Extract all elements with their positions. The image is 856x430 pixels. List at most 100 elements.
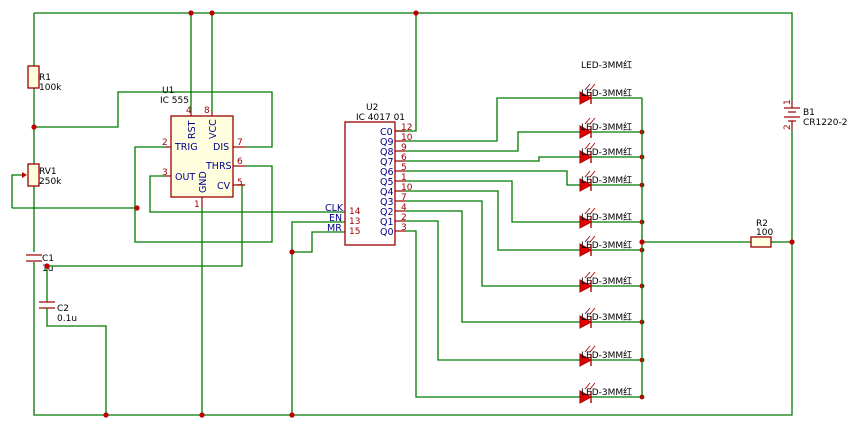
junction-dot [199,412,205,418]
led-value-label: LED-3MM红 [581,386,632,398]
r2-value: 100 [756,228,773,238]
u2-q0-label: Q0 [380,227,394,238]
u2-q3-label: Q3 [380,197,394,208]
u1-trig-label: TRIG [174,142,198,153]
r1-resistor[interactable]: R1 100k [27,65,62,93]
led-emission-arrow [584,142,591,150]
junction-dot [413,10,419,16]
junction-dot [289,249,295,255]
u1-pin3-num: 3 [162,168,168,178]
b1-ref: B1 [803,108,815,118]
led[interactable]: LED-3MM红 [579,170,632,192]
led-feed-wire [405,180,580,223]
led[interactable]: LED-3MM红 [579,382,632,404]
u1-dis-label: DIS [213,142,229,153]
u2-q7-label: Q7 [380,157,394,168]
u1-pin4-num: 4 [186,106,192,116]
u1-vcc-label: VCC [208,119,219,139]
u1-pin6-num: 6 [237,157,243,167]
u2-en-label: EN [329,213,342,224]
rv1-value: 250k [39,177,62,187]
led-value-label: LED-3MM红 [581,239,632,251]
u1-out-label: OUT [175,172,195,183]
led-emission-arrow [589,382,596,390]
led[interactable]: LED-3MM红 [579,307,632,329]
led[interactable]: LED-3MM红 [579,207,632,229]
c2-capacitor[interactable]: C2 0.1u [39,268,107,415]
r1-value: 100k [39,83,62,93]
led-feed-wire [405,190,580,251]
led-feed-wire [405,156,580,162]
led-value-label: LED-3MM红 [581,59,632,71]
u2-pin10a-num: 10 [401,133,413,143]
led[interactable]: LED-3MM红 [579,117,632,139]
led-emission-arrow [589,345,596,353]
u2-pin4-num: 4 [401,203,407,213]
junction-dot [639,239,645,245]
u2-q5-label: Q5 [380,177,394,188]
led-value-label: LED-3MM红 [581,174,632,186]
b1-pin2-num: 2 [783,124,793,130]
led-emission-arrow [584,382,591,390]
c2-value: 0.1u [57,314,77,324]
led[interactable]: LED-3MM红 [579,345,632,367]
u1-thrs-label: THRS [205,161,232,172]
junction-dot [103,412,109,418]
led-emission-arrow [589,83,596,91]
u1-pin8-num: 8 [204,106,210,116]
led-feed-wire [405,210,580,323]
power-rails [33,12,793,416]
led-value-label: LED-3MM红 [581,211,632,223]
led-feed-wire [405,200,580,287]
led-emission-arrow [584,271,591,279]
led[interactable]: LED-3MM红 [579,235,632,257]
u1-value: IC 555 [160,96,189,106]
led-emission-arrow [584,345,591,353]
led-value-label: LED-3MM红 [581,311,632,323]
led-feed-wire [405,97,580,142]
u1-pin1-num: 1 [194,200,200,210]
u1-ref: U1 [162,86,174,96]
led[interactable]: LED-3MM红 [579,142,632,164]
led-value-label: LED-3MM红 [581,121,632,133]
u2-ic4017[interactable]: U2 IC 4017 01 CLK EN MR 14 13 15 C0 Q9 Q… [325,103,413,246]
led-triangle [579,178,593,192]
u1-cv-label: CV [217,181,231,192]
led-triangle [579,150,593,164]
led-feed-wire [405,131,580,152]
led[interactable]: LED-3MM红 [579,271,632,293]
u2-pin10b-num: 10 [401,183,413,193]
led-triangle [579,390,593,404]
led-emission-arrow [589,117,596,125]
u2-q6-label: Q6 [380,167,394,178]
u1-ic555[interactable]: U1 IC 555 4 8 2 7 6 3 1 5 RST VCC TRIG D… [160,86,245,210]
led-emission-arrow [584,235,591,243]
led-triangle [579,353,593,367]
u2-pin3-num: 3 [401,223,407,233]
led-emission-arrow [584,117,591,125]
led-emission-arrow [584,170,591,178]
c1-value: 1u [42,264,53,274]
u2-pin7-num: 7 [401,193,407,203]
junctions [31,10,795,418]
rv1-ref: RV1 [39,167,57,177]
junction-dot [789,239,795,245]
u2-q1-label: Q1 [380,217,394,228]
rv1-potentiometer[interactable]: RV1 250k [11,163,62,208]
u2-value: IC 4017 01 [356,113,405,123]
b1-battery[interactable]: 1 2 B1 CR1220-2 [783,99,847,130]
led-emission-arrow [589,235,596,243]
led[interactable]: LED-3MM红 [579,83,632,105]
u2-q8-label: Q8 [380,147,394,158]
c1-capacitor[interactable]: C1 1u [26,252,54,274]
led-emission-arrow [589,271,596,279]
u2-pin6-num: 6 [401,153,407,163]
led-emission-arrow [589,142,596,150]
r2-resistor[interactable]: R2 100 [750,219,773,248]
junction-dot [44,263,50,269]
led-triangle [579,125,593,139]
led-triangle [579,279,593,293]
u2-pin9-num: 9 [401,143,407,153]
led-value-label: LED-3MM红 [581,349,632,361]
